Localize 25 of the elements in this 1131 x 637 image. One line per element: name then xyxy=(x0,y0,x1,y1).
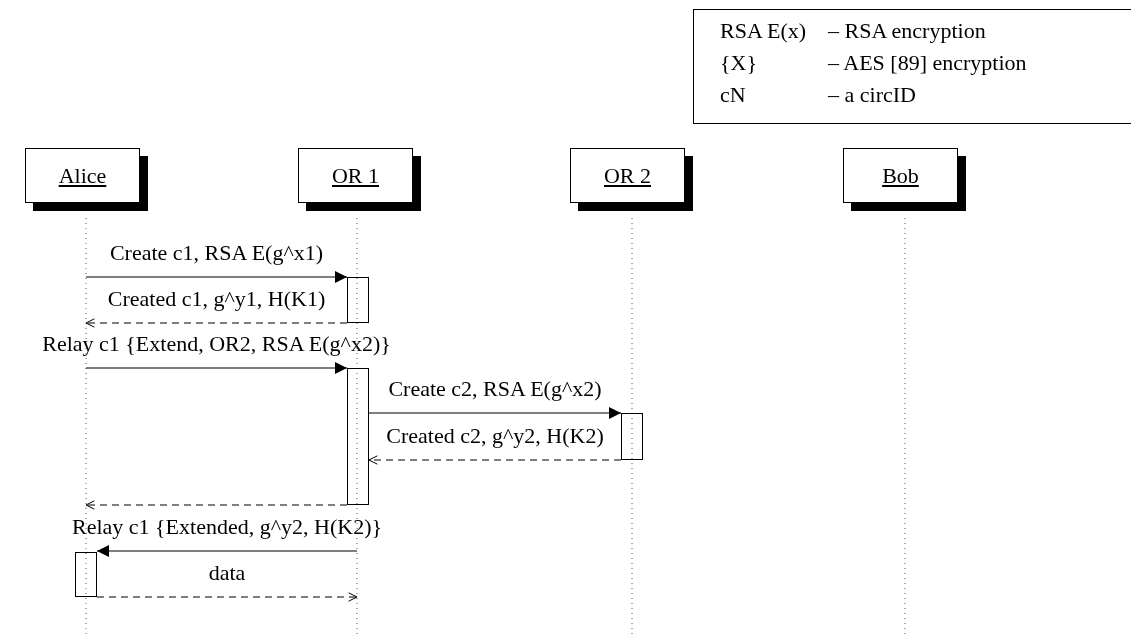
message-label: Create c1, RSA E(g^x1) xyxy=(109,241,324,265)
key-description: – AES [89] encryption xyxy=(828,50,1027,76)
message-label: Relay c1 {Extended, g^y2, H(K2)} xyxy=(72,515,382,539)
key-symbol: RSA E(x) xyxy=(720,18,807,44)
key-symbol: cN xyxy=(720,82,746,108)
message-arrow xyxy=(85,362,348,374)
message-arrow xyxy=(85,500,348,510)
message-arrow xyxy=(96,592,358,602)
activation-bar xyxy=(621,413,643,460)
key-symbol: {X} xyxy=(720,50,757,76)
message-label: Relay c1 {Extend, OR2, RSA E(g^x2)} xyxy=(42,332,391,356)
message-arrow xyxy=(85,318,348,328)
activation-bar xyxy=(347,277,369,323)
message-label: Create c2, RSA E(g^x2) xyxy=(388,377,602,401)
activation-bar xyxy=(347,368,369,505)
key-description: – RSA encryption xyxy=(828,18,986,44)
message-label: Created c2, g^y2, H(K2) xyxy=(386,424,604,448)
message-label: data xyxy=(208,561,246,585)
activation-bar xyxy=(75,552,97,597)
message-arrow xyxy=(96,545,358,557)
message-arrow xyxy=(368,407,622,419)
message-arrow xyxy=(85,271,348,283)
key-description: – a circID xyxy=(828,82,916,108)
message-arrow xyxy=(368,455,622,465)
message-label: Created c1, g^y1, H(K1) xyxy=(107,287,326,311)
